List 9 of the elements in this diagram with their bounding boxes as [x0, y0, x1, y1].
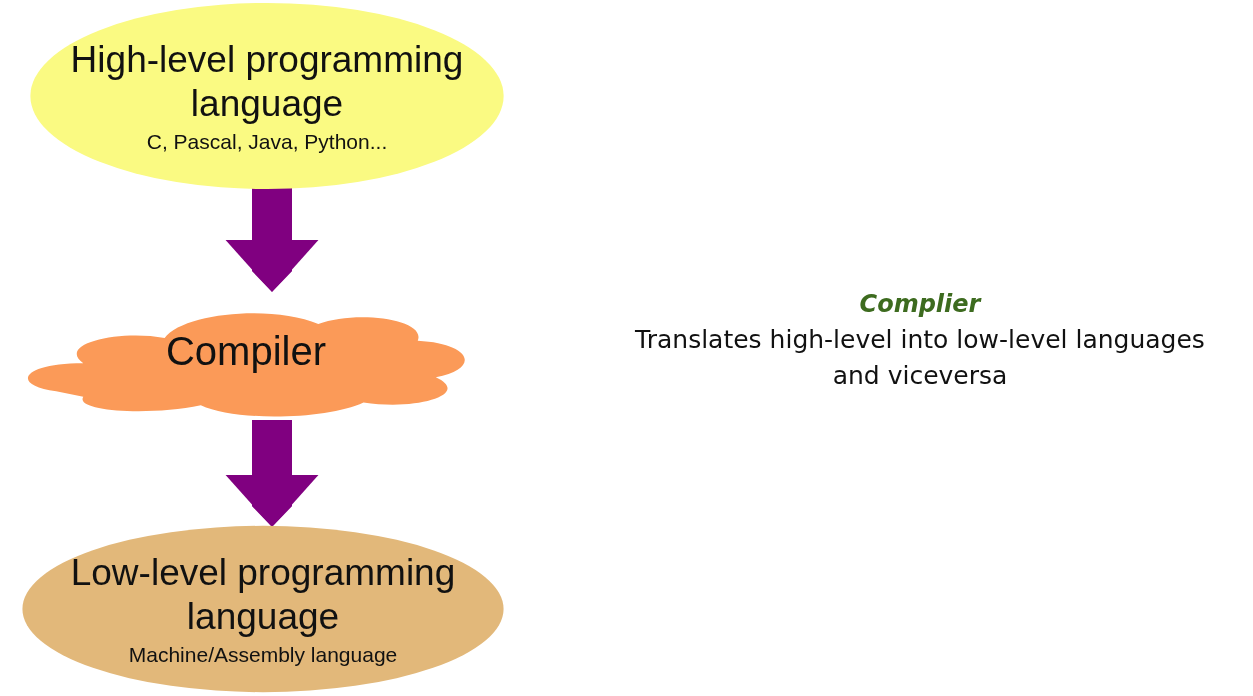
- heading-text: Complier: [858, 290, 983, 318]
- node-title: High-level programming language: [69, 38, 465, 126]
- node-title: Compiler: [165, 328, 326, 376]
- description-text: Translates high-level into low-level languages and viceversa: [634, 324, 1206, 393]
- node-subtitle: Machine/Assembly language: [128, 642, 398, 667]
- node-title: Low-level programming language: [69, 551, 457, 639]
- ellipse-node: [20, 525, 506, 693]
- node-subtitle: C, Pascal, Java, Python...: [146, 129, 388, 154]
- ellipse-node: [28, 2, 506, 190]
